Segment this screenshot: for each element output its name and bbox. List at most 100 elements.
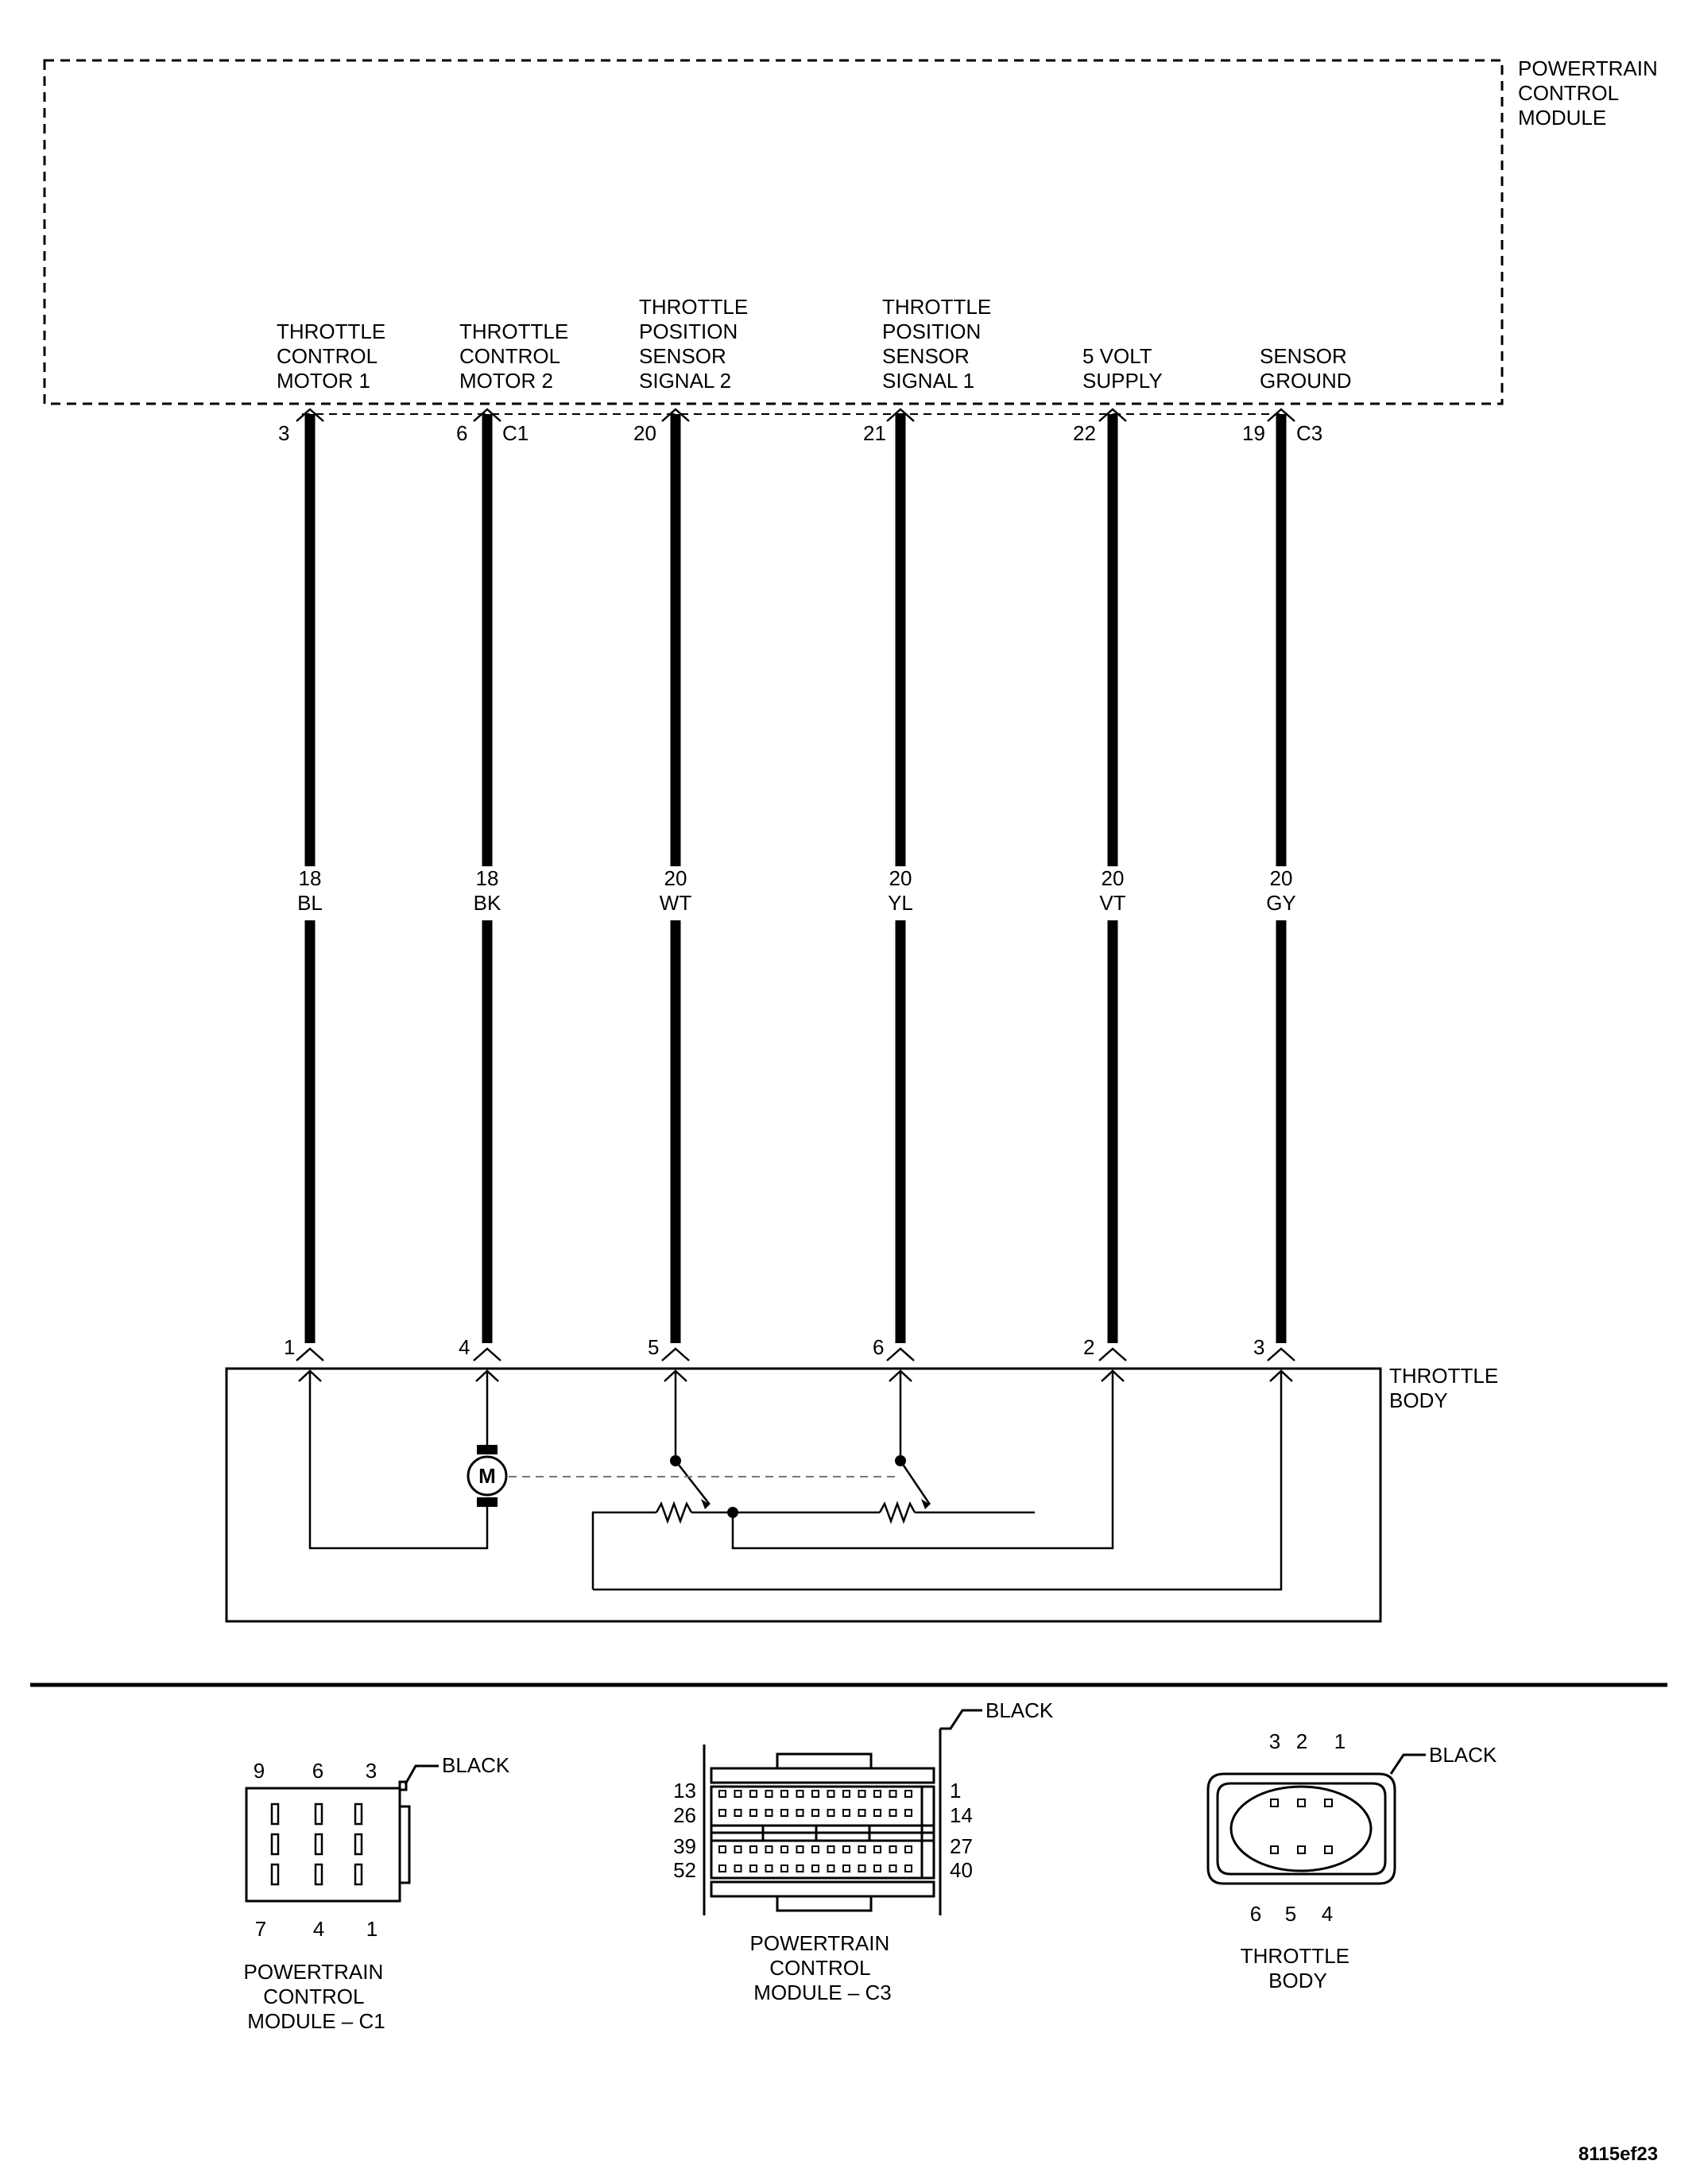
tb-pin-5: 5 — [648, 1335, 659, 1359]
c3-cavity — [889, 1865, 897, 1872]
wire-tcm2 — [473, 408, 501, 1361]
c3-cavity — [904, 1809, 912, 1817]
circuit-label-tcm1: THROTTLE CONTROL MOTOR 1 — [277, 319, 391, 393]
c1-pin-4: 4 — [313, 1917, 324, 1941]
c3-pin-13: 13 — [673, 1779, 696, 1803]
c3-cavity — [765, 1790, 773, 1798]
wire-color-tcm2: BK — [474, 891, 501, 915]
c3-cavity — [718, 1845, 726, 1853]
c3-cavity — [827, 1845, 835, 1853]
connector-c3-color: BLACK — [985, 1698, 1054, 1722]
tb-pin-4: 4 — [459, 1335, 470, 1359]
tb-conn-pin-1: 1 — [1334, 1729, 1346, 1753]
c1-pin-7: 7 — [255, 1917, 266, 1941]
c3-cavity — [734, 1865, 742, 1872]
c3-cavity — [811, 1865, 819, 1872]
connector-tb-color: BLACK — [1429, 1743, 1497, 1767]
c3-cavity — [749, 1845, 757, 1853]
wire-color-5v-supply: VT — [1099, 891, 1125, 915]
c3-cavity — [749, 1809, 757, 1817]
connector-c1-color: BLACK — [442, 1753, 510, 1777]
c3-cavity — [889, 1809, 897, 1817]
c3-cavity — [842, 1809, 850, 1817]
c3-cavity — [765, 1865, 773, 1872]
wire-gauge-5v-supply: 20 — [1102, 866, 1125, 890]
wire-gauge-tcm2: 18 — [476, 866, 499, 890]
c3-cavity — [780, 1865, 788, 1872]
c3-cavity — [889, 1790, 897, 1798]
c3-cavity — [858, 1845, 866, 1853]
figure-id: 8115ef23 — [1578, 2143, 1658, 2165]
pcm-pin-tps1: 21 — [863, 421, 886, 445]
c1-pin-3: 3 — [366, 1759, 377, 1783]
motor-symbol-label: M — [478, 1464, 496, 1488]
connector-c1-name: POWERTRAIN CONTROL MODULE – C1 — [244, 1960, 389, 2033]
pcm-pin-tcm1: 3 — [278, 421, 289, 445]
c3-cavity — [873, 1845, 881, 1853]
c3-cavity — [780, 1809, 788, 1817]
circuit-label-tps1: THROTTLE POSITION SENSOR SIGNAL 1 — [882, 295, 997, 393]
c3-cavity — [827, 1809, 835, 1817]
c3-cavity — [749, 1865, 757, 1872]
c3-cavity — [796, 1865, 804, 1872]
pcm-pin-tps2: 20 — [633, 421, 656, 445]
circuit-label-sensor-ground: SENSOR GROUND — [1260, 344, 1353, 393]
c3-pin-52: 52 — [673, 1858, 696, 1882]
c3-cavity — [842, 1790, 850, 1798]
c3-cavity — [796, 1809, 804, 1817]
throttle-body-box — [225, 1367, 1382, 1623]
c3-cavity — [873, 1790, 881, 1798]
c3-cavity — [811, 1809, 819, 1817]
c3-cavity — [796, 1790, 804, 1798]
c3-cavity — [811, 1790, 819, 1798]
tb-conn-pin-5: 5 — [1285, 1902, 1296, 1926]
motor-symbol: M — [467, 1445, 508, 1507]
wire-gauge-tcm1: 18 — [299, 866, 322, 890]
wire-color-tcm1: BL — [297, 891, 323, 915]
c3-cavity — [718, 1865, 726, 1872]
wire-color-tps2: WT — [660, 891, 692, 915]
tb-pin-2: 2 — [1083, 1335, 1094, 1359]
c3-pin-27: 27 — [950, 1834, 973, 1858]
throttle-body-title: THROTTLE BODY — [1389, 1364, 1504, 1412]
tb-pin-6: 6 — [873, 1335, 884, 1359]
c1-pin-6: 6 — [312, 1759, 323, 1783]
throttle-body-internal-circuit — [298, 1369, 1293, 1591]
circuit-label-tps2: THROTTLE POSITION SENSOR SIGNAL 2 — [639, 295, 753, 393]
wire-color-sensor-ground: GY — [1266, 891, 1296, 915]
c3-cavity — [873, 1865, 881, 1872]
c3-cavity — [796, 1845, 804, 1853]
wire-tps1 — [886, 408, 915, 1361]
wire-gauge-tps2: 20 — [664, 866, 687, 890]
tb-conn-pin-6: 6 — [1250, 1902, 1261, 1926]
circuit-label-5v-supply: 5 VOLT SUPPLY — [1082, 344, 1163, 393]
c3-cavity — [827, 1865, 835, 1872]
c3-cavity — [780, 1845, 788, 1853]
c3-cavity — [904, 1845, 912, 1853]
c3-cavity — [718, 1790, 726, 1798]
circuit-label-tcm2: THROTTLE CONTROL MOTOR 2 — [459, 319, 574, 393]
c3-pin-39: 39 — [673, 1834, 696, 1858]
wire-tcm1 — [296, 408, 324, 1361]
pcm-pin-5v-supply: 22 — [1073, 421, 1096, 445]
c3-cavity — [904, 1865, 912, 1872]
c3-cavity — [765, 1845, 773, 1853]
pcm-pin-sensor-ground: 19 — [1242, 421, 1265, 445]
c3-cavity — [718, 1809, 726, 1817]
pcm-pin-tcm2: 6 — [456, 421, 467, 445]
tb-conn-pin-2: 2 — [1296, 1729, 1307, 1753]
c3-cavity — [827, 1790, 835, 1798]
c3-cavity — [842, 1845, 850, 1853]
c3-cavity — [858, 1790, 866, 1798]
c3-cavity — [858, 1865, 866, 1872]
throttle-body-nodes — [670, 1455, 930, 1518]
pcm-connector-c1: C1 — [502, 421, 529, 445]
tb-pin-1: 1 — [284, 1335, 295, 1359]
connector-c3-cavities — [718, 1790, 912, 1872]
c3-pin-26: 26 — [673, 1803, 696, 1827]
connector-tb-face — [1206, 1753, 1426, 1885]
tb-pin-3: 3 — [1253, 1335, 1264, 1359]
connector-c3-name: POWERTRAIN CONTROL MODULE – C3 — [750, 1931, 896, 2004]
pcm-title: POWERTRAIN CONTROL MODULE — [1518, 56, 1663, 130]
